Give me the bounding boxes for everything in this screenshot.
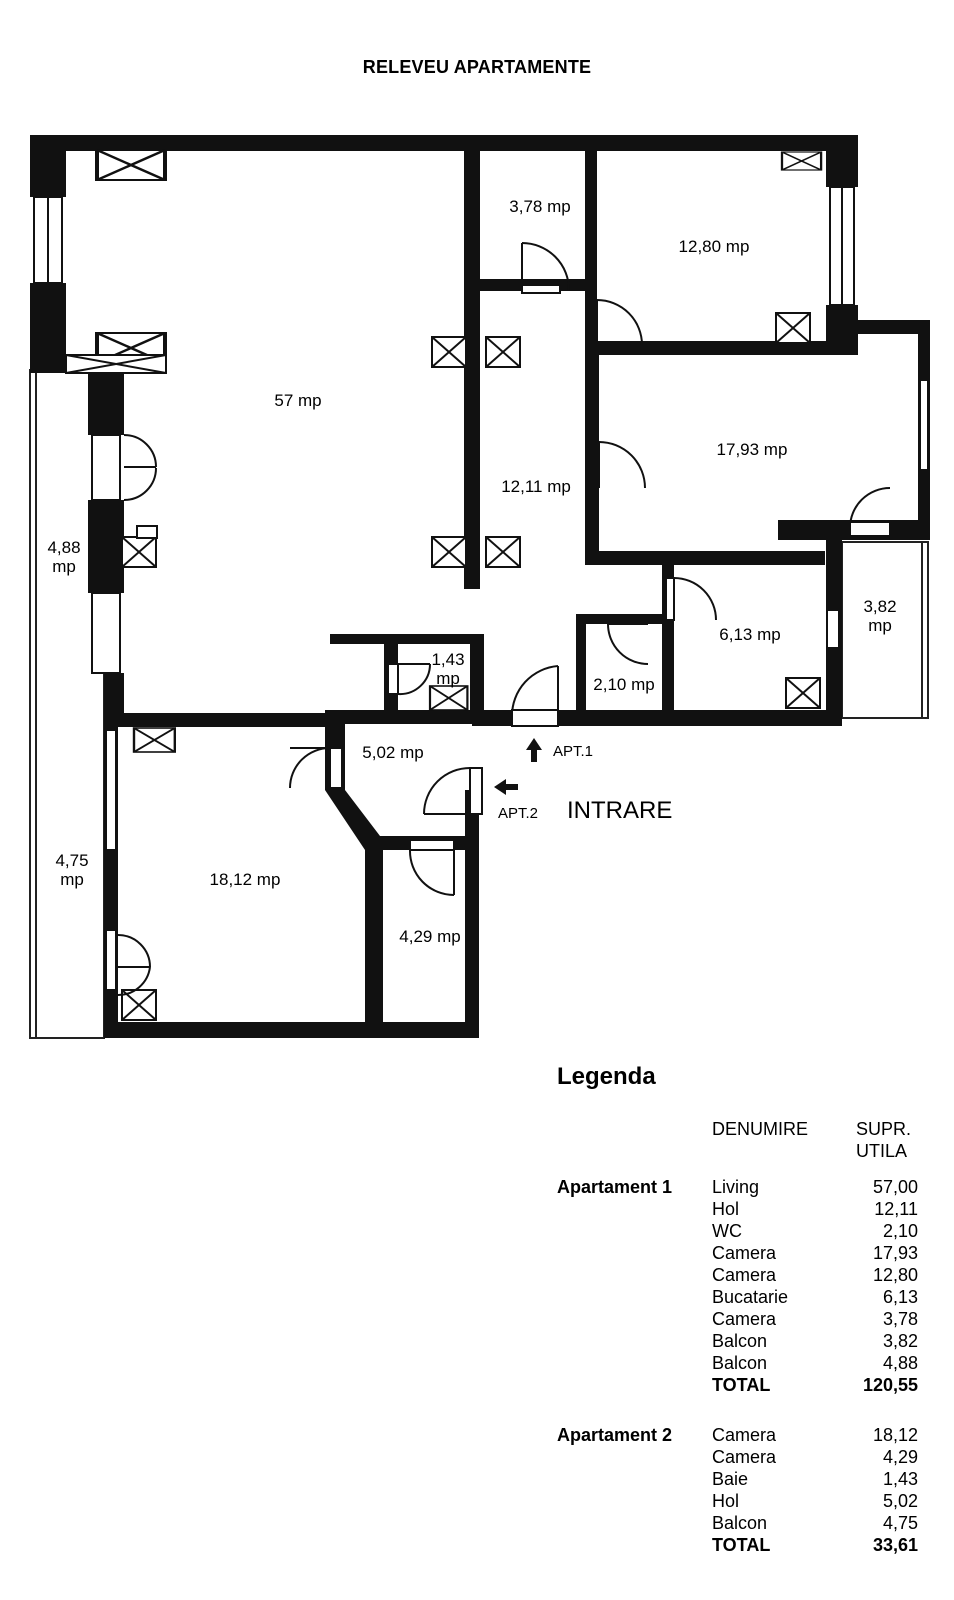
table-row: Balcon 3,82 [557, 1330, 918, 1352]
room-label-3-78: 3,78 mp [509, 197, 570, 216]
room-area: 12,11 [874, 1199, 918, 1219]
table-row: Baie 1,43 [557, 1468, 918, 1490]
room-label-5-02: 5,02 mp [362, 743, 423, 762]
room-name: Living [712, 1177, 760, 1197]
room-label-3-82-unit: mp [868, 616, 892, 635]
floor-plan: 57 mp 3,78 mp 12,80 mp 12,11 mp 17,93 mp… [29, 135, 930, 1039]
table-row: Apartament 1 Living 57,00 [557, 1176, 918, 1198]
room-name: Hol [712, 1199, 740, 1219]
table-row: WC 2,10 [557, 1220, 918, 1242]
room-label-1-43: 1,43 [431, 650, 464, 669]
room-name: Camera [712, 1309, 777, 1329]
entrance-apt2-label: APT.2 [498, 805, 538, 822]
total-row: TOTAL 120,55 [557, 1374, 918, 1396]
room-label-4-29: 4,29 mp [399, 927, 460, 946]
room-area: 57,00 [872, 1177, 918, 1197]
room-name: Balcon [712, 1513, 768, 1533]
room-area: 3,82 [882, 1331, 918, 1351]
room-name: Camera [712, 1243, 777, 1263]
table-row: Balcon 4,75 [557, 1512, 918, 1534]
room-name: Balcon [712, 1331, 768, 1351]
vent-shafts [65, 148, 823, 1021]
table-row: Apartament 2 Camera 18,12 [557, 1424, 918, 1446]
room-area: 3,78 [882, 1309, 918, 1329]
room-area: 12,80 [872, 1265, 918, 1285]
room-label-3-82: 3,82 [863, 597, 896, 616]
doors [117, 242, 891, 997]
room-name: Camera [712, 1447, 777, 1467]
legend-col-area-line2: UTILA [856, 1141, 908, 1161]
room-label-6-13: 6,13 mp [719, 625, 780, 644]
legend-title: Legenda [557, 1063, 656, 1090]
room-area: 4,29 [882, 1447, 918, 1467]
room-name: WC [712, 1221, 742, 1241]
entrance-arrows [494, 738, 542, 795]
room-label-4-88: 4,88 [47, 538, 80, 557]
entrance-label: INTRARE [567, 797, 672, 824]
table-row: Hol 12,11 [557, 1198, 918, 1220]
room-area: 4,88 [882, 1353, 918, 1373]
legend-header-row: DENUMIRE SUPR. UTILA [557, 1118, 918, 1162]
room-label-4-75: 4,75 [55, 851, 88, 870]
room-area: 1,43 [882, 1469, 918, 1489]
legend-col-area-line1: SUPR. [856, 1119, 912, 1139]
room-area: 5,02 [882, 1491, 918, 1511]
entrance-apt1-label: APT.1 [553, 743, 593, 760]
table-row: Camera 17,93 [557, 1242, 918, 1264]
room-area: 18,12 [872, 1425, 918, 1445]
total-value: 33,61 [872, 1535, 918, 1555]
table-row: Balcon 4,88 [557, 1352, 918, 1374]
room-area: 17,93 [872, 1243, 918, 1263]
total-label: TOTAL [712, 1535, 771, 1555]
room-label-12-11: 12,11 mp [501, 477, 571, 496]
windows [33, 186, 929, 991]
room-label-4-88-unit: mp [52, 557, 76, 576]
room-area: 4,75 [882, 1513, 918, 1533]
room-name: Bucatarie [712, 1287, 789, 1307]
room-label-12-80: 12,80 mp [679, 237, 750, 256]
room-name: Balcon [712, 1353, 768, 1373]
room-label-17-93: 17,93 mp [717, 440, 788, 459]
table-row: Camera 3,78 [557, 1308, 918, 1330]
room-name: Camera [712, 1425, 777, 1445]
legend-col-area: SUPR. UTILA [852, 1118, 918, 1162]
total-value: 120,55 [862, 1375, 918, 1395]
room-name: Baie [712, 1469, 749, 1489]
room-label-1-43-unit: mp [436, 669, 460, 688]
walls [30, 135, 930, 1038]
apartment-name: Apartament 2 [557, 1425, 673, 1445]
room-name: Hol [712, 1491, 740, 1511]
room-labels: 57 mp 3,78 mp 12,80 mp 12,11 mp 17,93 mp… [47, 197, 896, 946]
apartment-name: Apartament 1 [557, 1177, 673, 1197]
room-label-2-10: 2,10 mp [593, 675, 654, 694]
legend-col-name: DENUMIRE [712, 1119, 809, 1139]
room-area: 6,13 [882, 1287, 918, 1307]
total-row: TOTAL 33,61 [557, 1534, 918, 1556]
legend-table: DENUMIRE SUPR. UTILA Apartament 1 Living 5… [557, 1118, 918, 1556]
table-row: Hol 5,02 [557, 1490, 918, 1512]
total-label: TOTAL [712, 1375, 771, 1395]
room-area: 2,10 [882, 1221, 918, 1241]
table-row: Camera 12,80 [557, 1264, 918, 1286]
table-row: Camera 4,29 [557, 1446, 918, 1468]
room-name: Camera [712, 1265, 777, 1285]
room-label-4-75-unit: mp [60, 870, 84, 889]
room-label-living: 57 mp [274, 391, 321, 410]
room-label-18-12: 18,12 mp [210, 870, 281, 889]
plan-title: RELEVEU APARTAMENTE [362, 57, 592, 77]
table-row: Bucatarie 6,13 [557, 1286, 918, 1308]
